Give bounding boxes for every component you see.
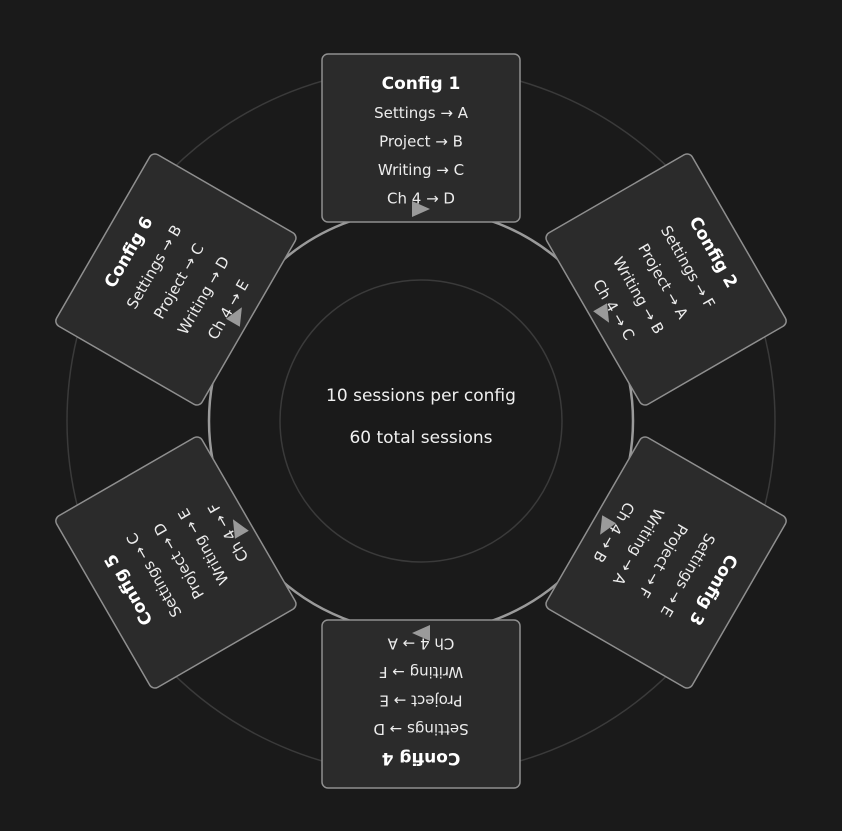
config-card-box xyxy=(55,153,297,406)
config-card-title: Config 1 xyxy=(382,74,461,94)
center-text-total-sessions: 60 total sessions xyxy=(349,428,492,448)
cycle-arrows xyxy=(225,201,617,641)
cycle-arrow xyxy=(225,307,242,327)
config-cards: Config 1 Settings → A Project → B Writing →… xyxy=(55,53,787,789)
config-card-box xyxy=(55,436,297,689)
center-text-sessions-per-config: 10 sessions per config xyxy=(326,386,516,406)
config-card-line: Ch 4 → A xyxy=(387,635,454,653)
config-card-line: Project → E xyxy=(380,692,463,710)
config-card-box xyxy=(545,436,787,689)
config-card-line: Settings → D xyxy=(373,720,468,738)
cycle-arrow xyxy=(593,303,610,323)
cycle-arrow xyxy=(600,515,617,535)
config-card-4: Config 4 Settings → D Project → E Writing →… xyxy=(321,619,521,789)
cycle-arrow xyxy=(232,519,249,539)
cycle-arrow xyxy=(412,625,430,641)
config-card-title: Config 4 xyxy=(381,748,460,768)
config-card-box xyxy=(321,619,521,789)
config-card-box xyxy=(321,53,521,223)
config-card-line: Settings → A xyxy=(374,104,469,122)
config-card-line: Writing → C xyxy=(378,161,464,179)
config-card-1: Config 1 Settings → A Project → B Writing →… xyxy=(321,53,521,223)
cycle-arrow xyxy=(412,201,430,217)
config-card-line: Writing → F xyxy=(379,663,463,681)
config-card-box xyxy=(545,153,787,406)
config-card-line: Project → B xyxy=(379,133,463,151)
inner-ring xyxy=(279,279,563,563)
config-card-line: Ch 4 → D xyxy=(387,190,455,208)
